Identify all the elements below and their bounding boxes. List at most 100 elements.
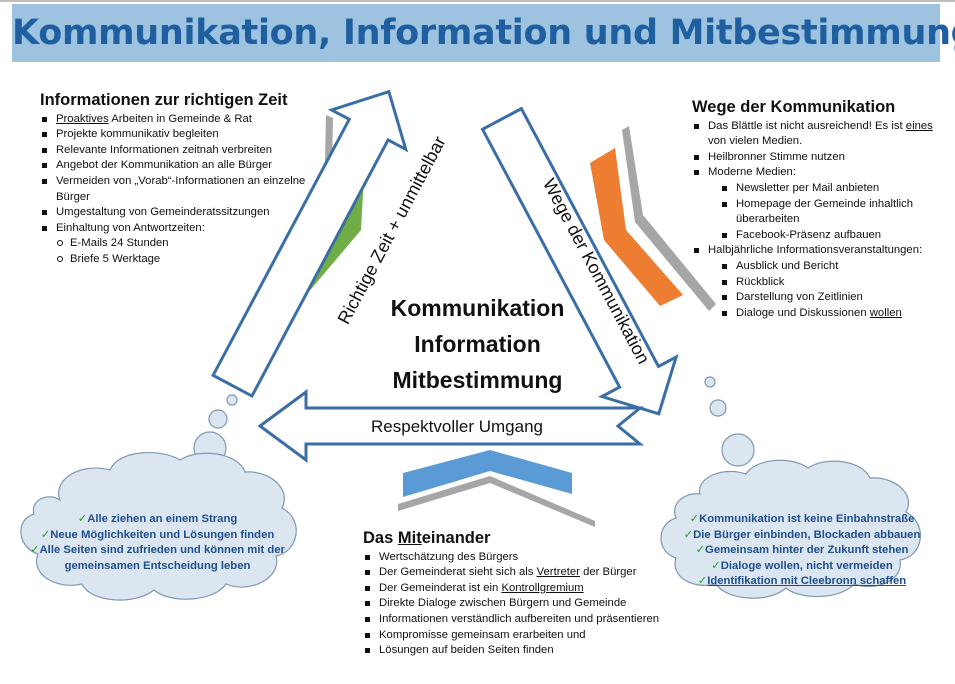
center-line-information: Information [414,331,541,357]
list-item: Proaktives Arbeiten in Gemeinde & Rat [42,112,330,128]
sub-list-item: Homepage der Gemeinde inhaltlich überarb… [722,197,947,228]
list-item: Kompromisse gemeinsam erarbeiten und [365,628,663,644]
underlined-word: Vertreter [536,566,580,579]
underlined-word: Mit [397,529,422,547]
cloud-line: ✓Die Bürger einbinden, Blockaden abbauen [668,528,936,544]
bottom-info-block: Das Miteinander Wertschätzung des Bürger… [363,529,663,659]
top-border-line [0,0,955,2]
underlined-word: Proaktives [56,112,109,125]
right-cloud-text: ✓Kommunikation ist keine Einbahnstraße ✓… [668,512,936,590]
right-chevron-orange [590,148,683,306]
underlined-word: wollen [869,306,902,319]
cloud-line: ✓Alle Seiten sind zufrieden und können m… [20,543,295,559]
underlined-word: Kontrollgremium [501,581,584,594]
underlined-word: eines [905,119,933,132]
center-title: Kommunikation Information Mitbestimmung [355,290,600,398]
list-item-text: Der Gemeinderat sieht sich als [379,566,537,579]
check-icon: ✓ [30,544,40,556]
list-item: Heilbronner Stimme nutzen [694,150,947,166]
list-item: Informationen verständlich aufbereiten u… [365,612,663,628]
cloud-line-text: Dialoge wollen, nicht vermeiden [720,559,893,572]
center-line-mitbestimmung: Mitbestimmung [392,367,563,393]
sub-list-item: Facebook-Präsenz aufbauen [722,228,947,244]
left-arrow [211,89,409,399]
list-item: Wertschätzung des Bürgers [365,550,663,566]
bottom-block-list: Wertschätzung des Bürgers Der Gemeindera… [363,550,663,659]
list-item: Halbjährliche Informationsveranstaltunge… [694,243,947,259]
list-item: Angebot der Kommunikation an alle Bürger [42,158,330,174]
bottom-arrow [257,389,645,463]
right-thought-cloud [660,376,921,599]
right-chevron-gray [622,126,716,311]
sub-list-item: Briefe 5 Werktage [57,252,330,268]
list-item-text: von vielen Medien. [708,135,803,148]
cloud-line-text: Neue Möglichkeiten und Lösungen finden [50,528,275,541]
heading-part: einander [421,529,491,547]
page-title: Kommunikation, Information und Mitbestim… [12,13,955,53]
cloud-line: ✓Neue Möglichkeiten und Lösungen finden [20,528,295,544]
list-item-text: Arbeiten in Gemeinde & Rat [108,112,252,125]
check-icon: ✓ [711,559,721,572]
center-line-kommunikation: Kommunikation [390,295,565,321]
list-item-text: Der Gemeinderat ist ein [379,581,502,594]
list-item: Direkte Dialoge zwischen Bürgern und Gem… [365,596,663,612]
left-block-list: Proaktives Arbeiten in Gemeinde & Rat Pr… [40,112,330,237]
sub-list-item: Newsletter per Mail anbieten [722,181,947,197]
left-block-sublist: E-Mails 24 Stunden Briefe 5 Werktage [40,236,330,267]
right-info-block: Wege der Kommunikation Das Blättle ist n… [692,98,947,321]
list-item: Umgestaltung von Gemeinderatssitzungen [42,205,330,221]
heading-part: Das [363,529,398,547]
list-item: Projekte kommunikativ begleiten [42,127,330,143]
list-item: Lösungen auf beiden Seiten finden [365,643,663,659]
check-icon: ✓ [695,544,706,556]
list-item: Der Gemeinderat sieht sich als Vertreter… [365,565,663,581]
list-item: Das Blättle ist nicht ausreichend! Es is… [694,119,947,150]
list-item: Vermeiden von „Vorab“-Informationen an e… [42,174,330,205]
check-icon: ✓ [40,528,51,541]
list-item: Der Gemeinderat ist ein Kontrollgremium [365,581,663,597]
sub-list-item: Rückblick [722,275,947,291]
right-arrow [480,106,679,416]
cloud-line: ✓Alle ziehen an einem Strang [20,512,295,528]
left-thought-cloud [20,394,297,601]
right-block-list-2: Halbjährliche Informationsveranstaltunge… [692,243,947,259]
cloud-line-text: Die Bürger einbinden, Blockaden abbauen [693,528,921,541]
check-icon: ✓ [689,513,700,525]
check-icon: ✓ [77,513,88,525]
left-block-heading: Informationen zur richtigen Zeit [40,91,288,109]
cloud-line: ✓Dialoge wollen, nicht vermeiden [668,559,936,575]
title-banner: Kommunikation, Information und Mitbestim… [12,4,955,62]
sub-list-item: Dialoge und Diskussionen wollen [722,306,947,322]
bottom-chevron-blue [403,450,572,497]
right-block-heading: Wege der Kommunikation [692,98,896,116]
bottom-arrow-label: Respektvoller Umgang [371,417,543,436]
sub-list-item: Darstellung von Zeitlinien [722,290,947,306]
left-cloud-text: ✓Alle ziehen an einem Strang ✓Neue Mögli… [20,512,295,574]
list-item: Relevante Informationen zeitnah verbreit… [42,143,330,159]
list-item: Moderne Medien: [694,165,947,181]
check-icon: ✓ [697,575,708,587]
list-item-text: Dialoge und Diskussionen [736,306,870,319]
cloud-line-text: Alle Seiten sind zufrieden und können mi… [39,544,285,556]
cloud-line: gemeinsamen Entscheidung leben [64,559,251,572]
list-item: Einhaltung von Antwortzeiten: [42,221,330,237]
right-block-sublist-events: Ausblick und Bericht Rückblick Darstellu… [692,259,947,321]
right-block-list: Das Blättle ist nicht ausreichend! Es is… [692,119,947,181]
list-item-text: der Bürger [579,566,637,579]
sub-list-item: Ausblick und Bericht [722,259,947,275]
cloud-line: ✓Identifikation mit Cleebronn schaffen [668,574,936,590]
cloud-line-text: Alle ziehen an einem Strang [87,513,238,525]
left-info-block: Informationen zur richtigen Zeit Proakti… [40,91,330,268]
cloud-line-text: Gemeinsam hinter der Zukunft stehen [705,544,909,556]
check-icon: ✓ [683,528,694,541]
cloud-line: ✓Gemeinsam hinter der Zukunft stehen [668,543,936,559]
bottom-block-heading: Das Miteinander [363,529,663,547]
list-item-text: Das Blättle ist nicht ausreichend! Es is… [708,119,906,132]
sub-list-item: E-Mails 24 Stunden [57,236,330,252]
right-block-sublist-media: Newsletter per Mail anbieten Homepage de… [692,181,947,243]
left-chevron-gray [262,115,333,302]
cloud-line-text: Identifikation mit Cleebronn schaffen [707,575,907,587]
cloud-line: ✓Kommunikation ist keine Einbahnstraße [668,512,936,528]
cloud-line-text: Kommunikation ist keine Einbahnstraße [699,513,915,525]
